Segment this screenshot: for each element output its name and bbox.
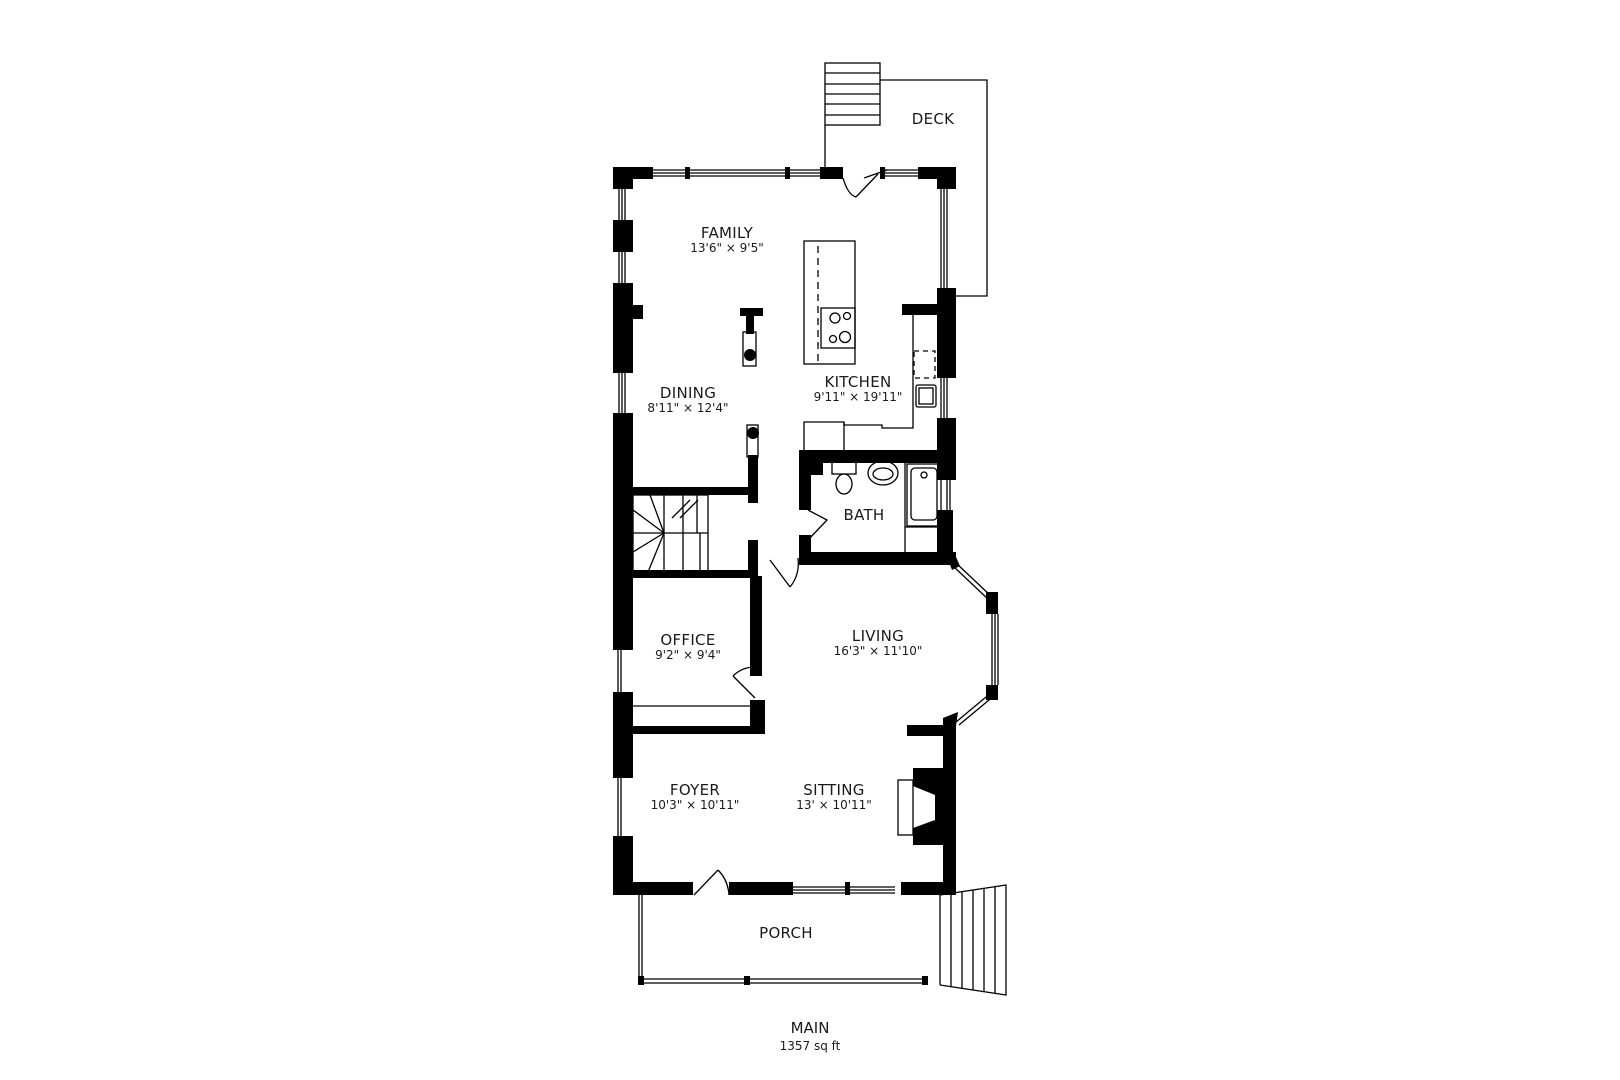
room-dimensions: 13' × 10'11" xyxy=(796,798,872,813)
windows xyxy=(617,169,999,894)
deck-outline xyxy=(824,62,988,297)
porch-outline xyxy=(638,884,1007,996)
bath-fixtures xyxy=(831,460,942,552)
room-name: LIVING xyxy=(851,627,905,645)
room-dimensions: 8'11" × 12'4" xyxy=(647,401,729,416)
room-label-kitchen: KITCHEN 9'11" × 19'11" xyxy=(813,373,903,405)
room-dimensions: 9'2" × 9'4" xyxy=(655,648,721,663)
kitchen-island xyxy=(803,240,856,365)
room-name: FAMILY xyxy=(700,224,754,242)
room-name: OFFICE xyxy=(660,631,716,649)
kitchen-counters xyxy=(803,315,937,452)
room-dimensions: 10'3" × 10'11" xyxy=(650,798,740,813)
room-name: PORCH xyxy=(759,924,813,942)
room-name: KITCHEN xyxy=(824,373,892,391)
room-dimensions: 16'3" × 11'10" xyxy=(833,644,923,659)
walls xyxy=(613,167,998,985)
room-label-bath: BATH xyxy=(843,506,885,524)
room-label-sitting: SITTING 13' × 10'11" xyxy=(796,781,872,813)
floor-name: MAIN xyxy=(790,1019,830,1037)
room-name: DINING xyxy=(659,384,717,402)
floor-area: 1357 sq ft xyxy=(779,1039,841,1054)
room-label-deck: DECK xyxy=(911,110,955,128)
room-dimensions: 9'11" × 19'11" xyxy=(813,390,903,405)
room-name: FOYER xyxy=(669,781,721,799)
room-label-dining: DINING 8'11" × 12'4" xyxy=(647,384,729,416)
room-name: SITTING xyxy=(803,781,865,799)
fireplace xyxy=(897,779,914,836)
room-name: BATH xyxy=(843,506,885,524)
room-label-family: FAMILY 13'6" × 9'5" xyxy=(690,224,764,256)
room-dimensions: 13'6" × 9'5" xyxy=(690,241,764,256)
room-label-living: LIVING 16'3" × 11'10" xyxy=(833,627,923,659)
floor-caption: MAIN 1357 sq ft xyxy=(779,1019,841,1054)
room-label-porch: PORCH xyxy=(759,924,813,942)
room-label-foyer: FOYER 10'3" × 10'11" xyxy=(650,781,740,813)
room-name: DECK xyxy=(911,110,955,128)
room-label-office: OFFICE 9'2" × 9'4" xyxy=(655,631,721,663)
interior-stairs xyxy=(632,494,709,573)
